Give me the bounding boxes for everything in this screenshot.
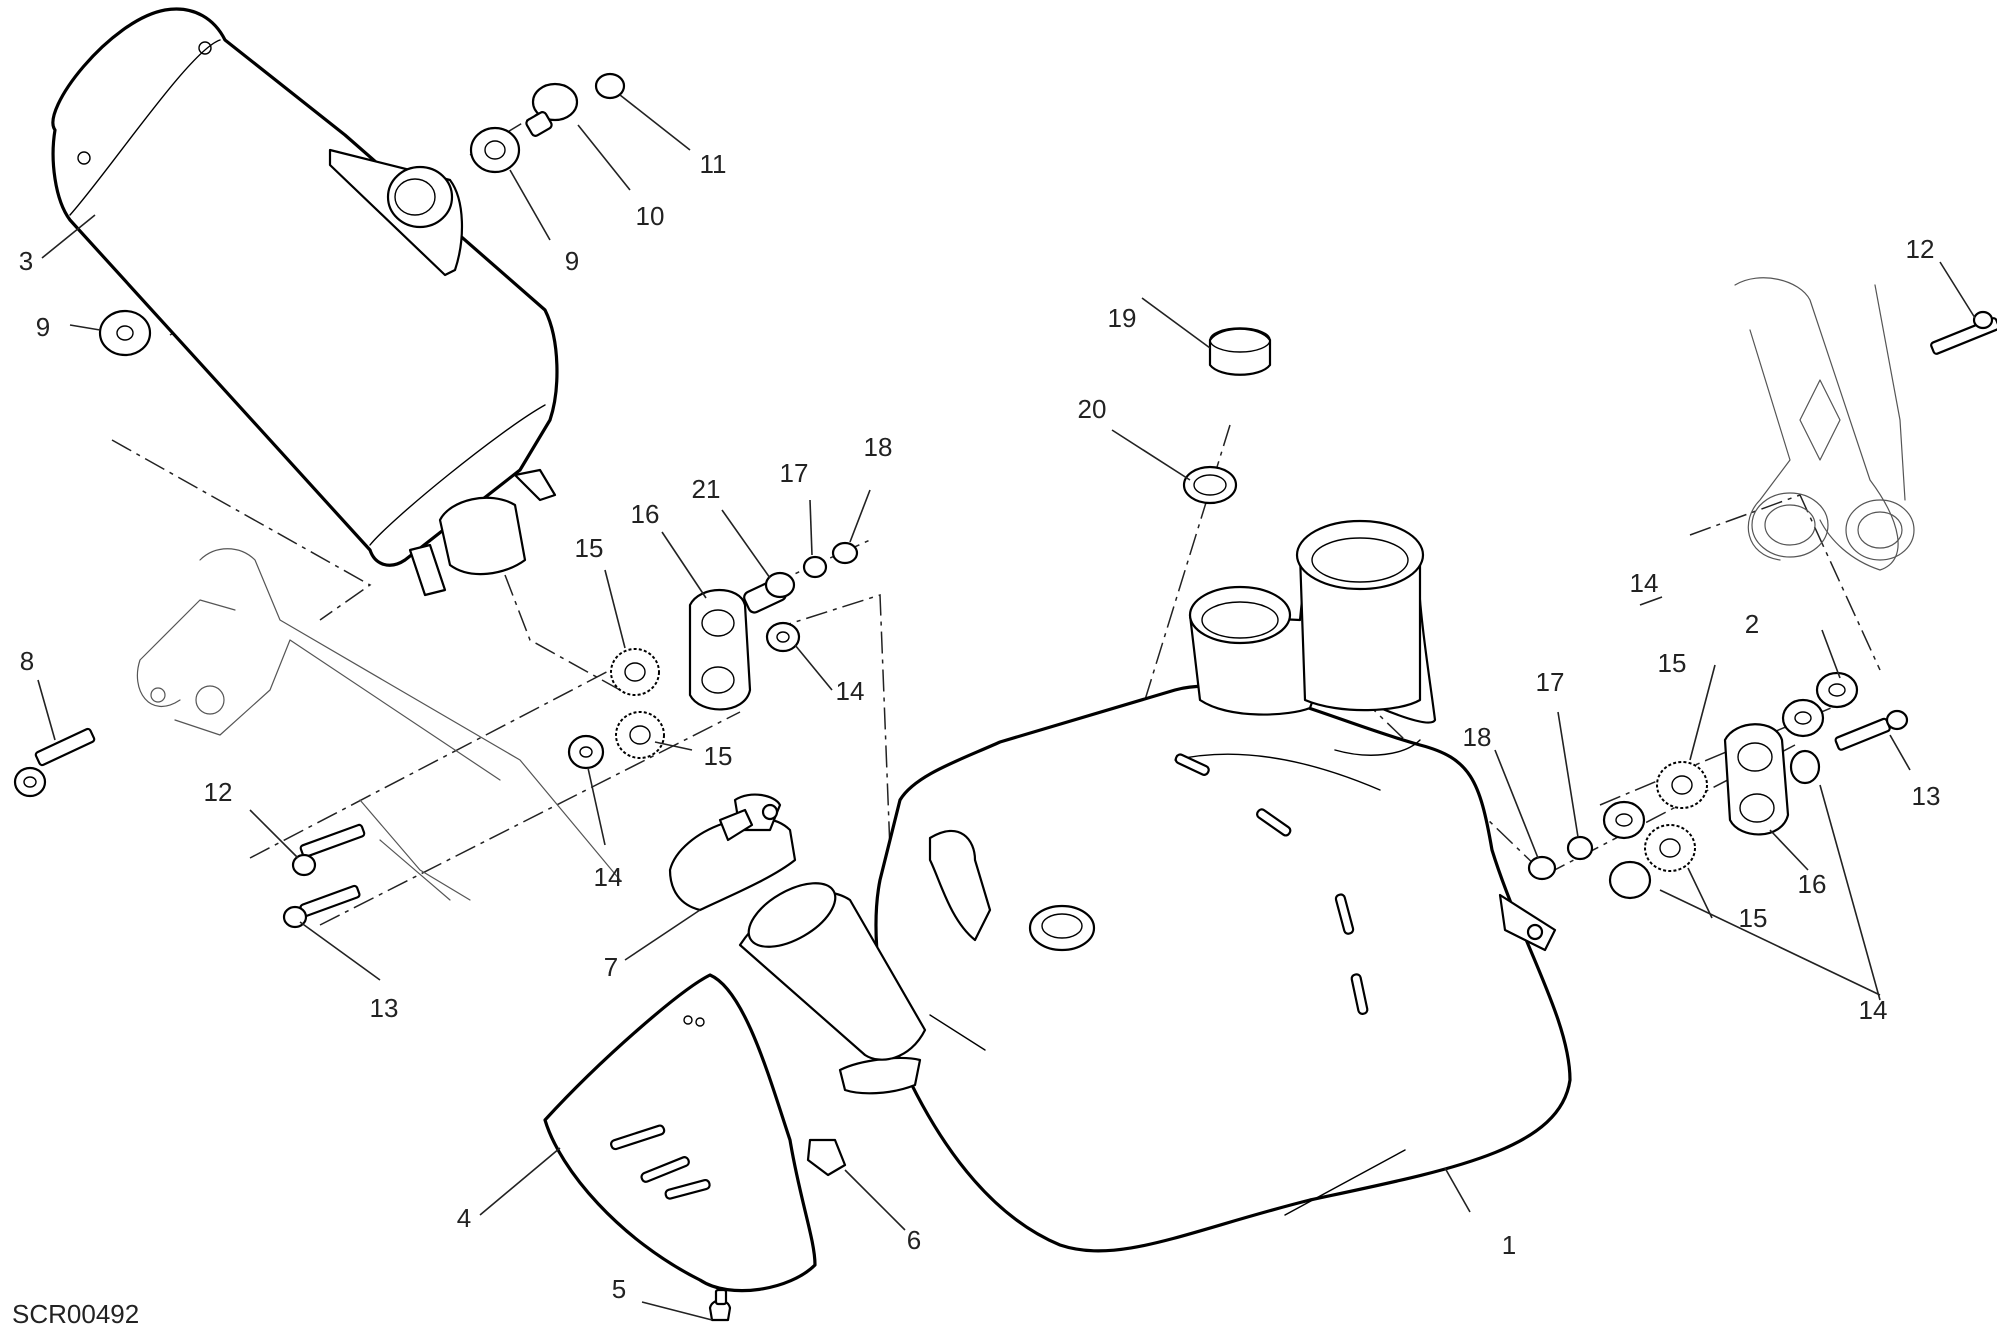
callout-18-right: 18	[1463, 722, 1492, 752]
callout-1: 1	[1502, 1230, 1516, 1260]
silencer-part-3	[51, 7, 559, 597]
clip-6	[806, 1138, 847, 1177]
right-hardware	[1527, 310, 1997, 900]
callout-4: 4	[457, 1203, 471, 1233]
washer-2	[1815, 671, 1859, 709]
screw-13-right	[1834, 709, 1909, 751]
callout-2: 2	[1745, 609, 1759, 639]
callout-8: 8	[20, 646, 34, 676]
nut-11	[594, 72, 626, 100]
callout-14-d: 14	[1859, 995, 1888, 1025]
washer-9-upper	[469, 126, 521, 174]
callout-3: 3	[19, 246, 33, 276]
callout-9-upper: 9	[565, 246, 579, 276]
callout-14-b: 14	[594, 862, 623, 892]
callout-13-left: 13	[370, 993, 399, 1023]
callout-13-right: 13	[1912, 781, 1941, 811]
damper-15-lower	[615, 711, 665, 759]
link-pipe	[738, 882, 927, 1061]
callout-21: 21	[692, 474, 721, 504]
screw-12-left	[291, 823, 366, 877]
bushing-16-left	[688, 588, 752, 711]
callout-20: 20	[1078, 394, 1107, 424]
callout-16-left: 16	[631, 499, 660, 529]
clamp-part-7	[668, 793, 797, 912]
exhaust-box-part-1	[838, 519, 1572, 1253]
bushing-16-right	[1723, 723, 1790, 836]
callout-12-right: 12	[1906, 234, 1935, 264]
callout-6: 6	[907, 1225, 921, 1255]
damper-15-right-lower	[1644, 824, 1696, 872]
washer-14-lower	[567, 734, 605, 770]
drain-plug-19	[1208, 327, 1272, 376]
callout-15-b: 15	[704, 741, 733, 771]
washer-14-right-upper	[1781, 698, 1825, 738]
callout-19: 19	[1108, 303, 1137, 333]
screw-8	[13, 727, 96, 798]
callout-9-left: 9	[36, 312, 50, 342]
rear-frame-ghost	[1734, 277, 1915, 571]
callout-7: 7	[604, 952, 618, 982]
callout-17-left: 17	[780, 458, 809, 488]
damper-15-upper	[610, 648, 660, 696]
callouts: 1 2 3 4 5 6 7 8 9 9 10 11 12 12 13 13 14…	[19, 149, 1941, 1304]
callout-11: 11	[700, 149, 727, 179]
callout-15-d: 15	[1739, 903, 1768, 933]
callout-14-a: 14	[836, 676, 865, 706]
washer-14-upper	[765, 621, 801, 653]
nut-18-left	[831, 541, 859, 565]
spacer-21	[743, 571, 796, 614]
screw-5	[708, 1288, 732, 1322]
washer-14-right-left	[1602, 800, 1646, 840]
callout-12-left: 12	[204, 777, 233, 807]
washer-9-left	[98, 309, 152, 357]
screw-12-right	[1930, 310, 1997, 355]
washer-17-left	[802, 555, 828, 579]
damper-15-right-upper	[1656, 761, 1708, 809]
nut-18-right	[1527, 855, 1557, 881]
spacer-10	[531, 82, 579, 122]
callout-18-left: 18	[864, 432, 893, 462]
callout-14-c: 14	[1630, 568, 1659, 598]
leader-lines	[37, 94, 1976, 1321]
washer-14-right-low	[1608, 860, 1652, 900]
washer-17-right	[1566, 835, 1594, 861]
callout-10: 10	[636, 201, 665, 231]
heat-shield-part-4	[543, 973, 817, 1293]
drawing-code: SCR00492	[12, 1299, 139, 1329]
washer-14-right-mid	[1789, 749, 1821, 785]
callout-15-c: 15	[1658, 648, 1687, 678]
screw-13-left	[282, 884, 361, 929]
callout-5: 5	[612, 1274, 626, 1304]
callout-16-right: 16	[1798, 869, 1827, 899]
callout-15-a: 15	[575, 533, 604, 563]
seal-ring-20	[1182, 465, 1238, 505]
callout-17-right: 17	[1536, 667, 1565, 697]
footrest-bracket-ghost	[136, 548, 621, 901]
